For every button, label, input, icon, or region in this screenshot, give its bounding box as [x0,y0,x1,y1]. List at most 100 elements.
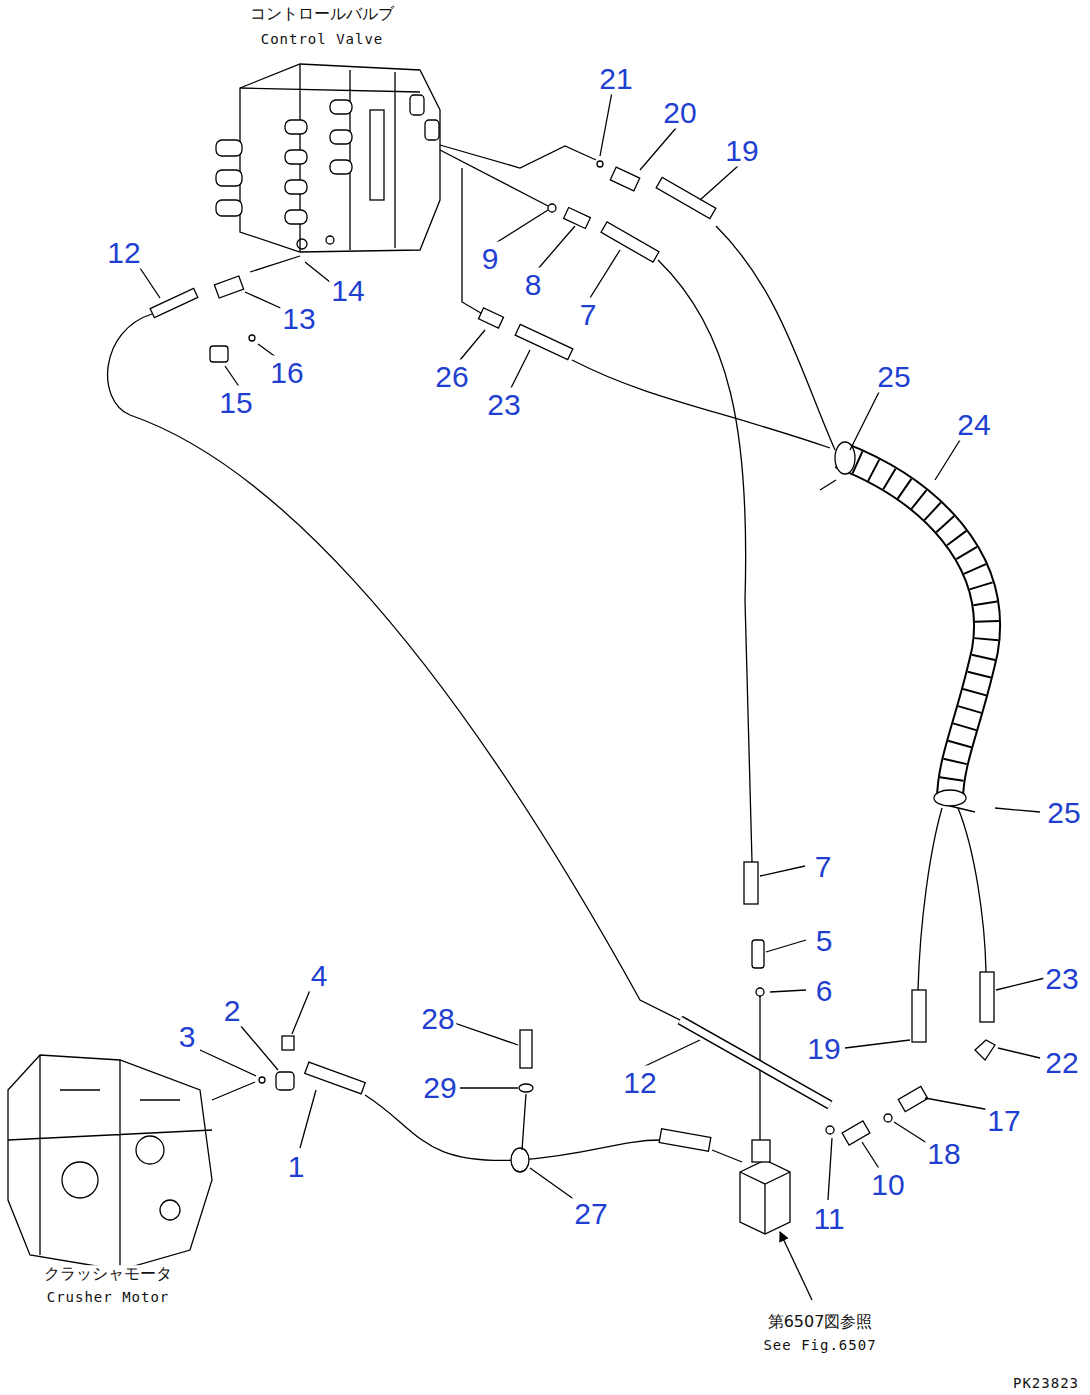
part-label: Crusher Motor [45,1290,172,1305]
drawing-stroke [365,1095,660,1160]
drawing-stroke [285,180,307,194]
drawing-stroke [8,1055,212,1270]
callout-number: 19 [723,134,760,167]
drawing-stroke [840,455,987,800]
drawing-stroke [511,1148,529,1172]
callout-number: 19 [805,1032,842,1065]
drawing-stroke [330,100,352,114]
callout-number: 2 [222,994,243,1027]
drawing-stroke [658,260,752,862]
drawing-stroke [410,95,424,115]
drawing-stroke [216,140,242,156]
drawing-stroke [108,314,690,1025]
callout-number: 8 [523,268,544,301]
callout-number: 4 [309,959,330,992]
drawing-stroke [216,170,242,186]
drawing-stroke [160,1200,180,1220]
callout-number: 23 [485,388,522,421]
drawing-stroke [150,288,198,317]
drawing-stroke [140,92,738,390]
drawing-stroke [285,120,307,134]
drawing-stroke [840,455,987,800]
drawing-stroke [980,972,994,1022]
drawing-stroke [756,988,764,996]
callout-number: 20 [661,96,698,129]
drawing-stroke [752,1140,770,1162]
drawing-stroke [276,1072,294,1090]
drawing-stroke [285,210,307,224]
drawing-stroke [216,200,242,216]
callout-number: 29 [421,1071,458,1104]
drawing-stroke [780,1232,812,1300]
callout-number: 25 [875,360,912,393]
part-label: コントロールバルブ [248,5,396,23]
drawing-stroke [285,150,307,164]
drawing-stroke [712,1150,742,1162]
drawing-stroke [200,390,1045,1200]
drawing-stroke [564,207,591,228]
drawing-stroke [259,1077,265,1083]
drawing-stroke [975,1040,995,1060]
callout-number: 17 [985,1104,1022,1137]
callout-number: 27 [572,1197,609,1230]
drawing-stroke [752,940,764,968]
drawing-stroke [918,808,986,990]
drawing-stroke [8,1055,212,1270]
drawing-stroke [136,1136,164,1164]
callout-number: 11 [811,1202,846,1235]
callout-number: 3 [177,1020,198,1053]
callout-number: 12 [621,1066,658,1099]
callout-number: 9 [480,242,501,275]
part-label: PK23823 [1011,1376,1081,1391]
drawing-stroke [659,1129,711,1151]
drawing-stroke [240,64,440,252]
part-label: クラッシャモータ [42,1265,174,1283]
drawing-stroke [912,990,926,1042]
drawing-stroke [282,1036,294,1050]
drawing-stroke [214,276,243,298]
drawing-stroke [716,226,835,450]
part-label: See Fig.6507 [761,1338,878,1353]
drawing-stroke [820,480,975,812]
drawing-stroke [478,308,503,328]
drawing-stroke [744,862,758,904]
drawing-stroke [250,256,300,272]
callout-number: 23 [1043,962,1080,995]
drawing-stroke [515,324,573,359]
callout-number: 7 [813,850,834,883]
callout-number: 6 [814,974,835,1007]
drawing-stroke [297,239,307,249]
callout-number: 28 [419,1002,456,1035]
drawing-stroke [330,160,352,174]
callout-number: 16 [268,356,305,389]
drawing-stroke [826,1126,834,1134]
drawing-stroke [934,790,966,806]
drawing-stroke [610,167,639,191]
drawing-stroke [305,1062,365,1094]
drawing-stroke [740,1160,790,1234]
callout-number: 10 [869,1168,906,1201]
callout-number: 14 [329,274,366,307]
callout-number: 15 [217,386,254,419]
callout-number: 26 [433,360,470,393]
drawing-stroke [326,236,334,244]
callout-number: 13 [280,302,317,335]
drawing-stroke [8,64,1045,1300]
part-label: 第6507図参照 [766,1313,875,1331]
callout-number: 18 [925,1137,962,1170]
part-label: Control Valve [259,32,386,47]
callout-number: 25 [1045,796,1082,829]
drawing-stroke [216,95,439,224]
drawing-stroke [740,1172,790,1234]
callout-number: 24 [955,408,992,441]
drawing-stroke [548,204,556,212]
drawing-stroke [440,150,548,206]
drawing-stroke [884,1114,892,1122]
drawing-stroke [572,360,830,448]
callout-number: 21 [597,62,634,95]
drawing-stroke [842,1121,870,1145]
drawing-stroke [370,110,384,200]
drawing-stroke [898,1086,928,1111]
drawing-stroke [520,1030,532,1068]
callout-number: 5 [814,924,835,957]
